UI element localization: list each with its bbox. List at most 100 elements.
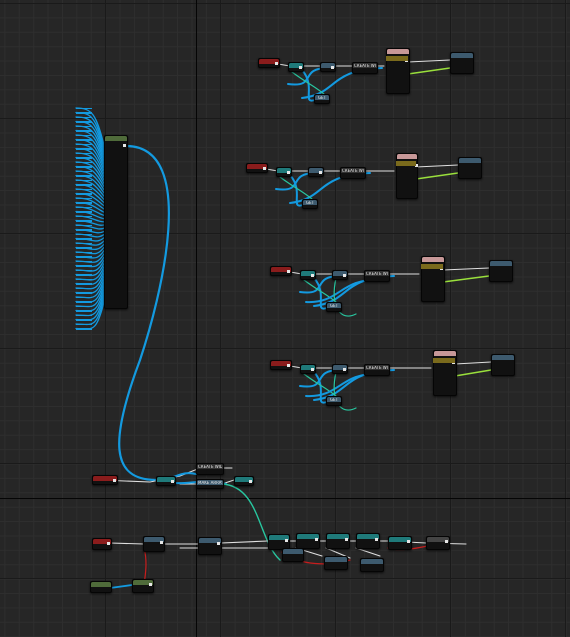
make-array-node[interactable] [104,135,128,309]
target-widget-node[interactable] [450,52,474,74]
array-element-pin[interactable] [76,211,92,213]
array-length-node[interactable]: MAKE ARRAY [196,479,224,489]
string-wire[interactable] [221,483,281,561]
call-node-3[interactable] [326,533,350,549]
concat-node[interactable]: CREATE WIDG [196,463,224,475]
event-node-2[interactable] [246,163,268,173]
call-node-1[interactable] [268,534,290,550]
get-function-node[interactable]: GET [314,94,330,104]
concat-node[interactable]: CREATE WIDG [352,62,378,74]
sequence-node[interactable] [156,476,176,486]
call-node-2[interactable] [296,533,320,549]
get-function-node[interactable]: GET [302,199,318,209]
exec-wire[interactable] [407,59,451,63]
call-node-4[interactable] [356,533,380,549]
array-element-pin[interactable] [76,121,92,123]
concat-node[interactable]: CREATE WIDG [364,270,390,282]
array-element-pin[interactable] [76,328,92,330]
exec-pin[interactable] [331,66,334,69]
array-element-pin[interactable] [76,310,92,312]
exec-pin[interactable] [311,368,314,371]
getter-node-1[interactable] [282,548,304,562]
array-element-pin[interactable] [76,166,92,168]
array-element-pin[interactable] [76,265,92,267]
get-function-node[interactable]: GET [326,302,342,312]
exec-pin[interactable] [149,583,152,586]
exec-wire[interactable] [454,361,492,365]
array-element-pin[interactable] [76,305,92,307]
array-element-pin[interactable] [76,143,92,145]
array-element-pin[interactable] [76,323,92,325]
sequence-node[interactable] [276,167,292,177]
array-element-pin[interactable] [76,116,92,118]
sequence-node[interactable] [300,364,316,374]
variable-node[interactable] [90,581,112,593]
get-node[interactable] [332,364,348,374]
array-element-pin[interactable] [76,260,92,262]
array-element-pin[interactable] [76,247,92,249]
exec-pin[interactable] [345,538,348,541]
exec-pin[interactable] [160,541,163,544]
get-node[interactable] [320,62,336,72]
array-element-pin[interactable] [76,148,92,150]
getter-node-2[interactable] [324,556,348,570]
array-element-pin[interactable] [76,251,92,253]
exec-pin[interactable] [249,480,252,483]
target-widget-node[interactable] [491,354,515,376]
exec-pin[interactable] [285,539,288,542]
array-element-pin[interactable] [76,287,92,289]
text-wire[interactable] [454,369,492,377]
set-text-node[interactable] [396,153,418,199]
exec-pin[interactable] [107,542,110,545]
array-element-pin[interactable] [76,319,92,321]
array-element-pin[interactable] [76,296,92,298]
exec-pin[interactable] [263,167,266,170]
array-element-pin[interactable] [76,139,92,141]
event-node-4[interactable] [270,360,292,370]
array-element-pin[interactable] [76,278,92,280]
array-element-pin[interactable] [76,206,92,208]
array-element-pin[interactable] [76,170,92,172]
exec-pin[interactable] [287,364,290,367]
exec-pin[interactable] [375,538,378,541]
get-node[interactable] [332,270,348,280]
exec-pin[interactable] [113,479,116,482]
exec-pin[interactable] [343,368,346,371]
array-element-pin[interactable] [76,184,92,186]
array-element-pin[interactable] [76,175,92,177]
exec-pin[interactable] [287,171,290,174]
array-element-pin[interactable] [76,256,92,258]
array-element-pin[interactable] [76,130,92,132]
exec-pin[interactable] [311,274,314,277]
exec-pin[interactable] [299,66,302,69]
array-element-pin[interactable] [76,220,92,222]
array-element-pin[interactable] [76,202,92,204]
array-element-pin[interactable] [76,157,92,159]
array-element-pin[interactable] [76,269,92,271]
getter-node-3[interactable] [360,558,384,572]
array-element-pin[interactable] [76,179,92,181]
array-element-pin[interactable] [76,229,92,231]
array-element-pin[interactable] [76,161,92,163]
set-text-node[interactable] [421,256,445,302]
array-element-pin[interactable] [76,197,92,199]
event-node-3[interactable] [270,266,292,276]
get-node[interactable] [308,167,324,177]
array-element-pin[interactable] [76,301,92,303]
array-element-pin[interactable] [76,233,92,235]
array-element-pin[interactable] [76,283,92,285]
array-output-wire[interactable] [118,144,170,482]
exec-pin[interactable] [217,542,220,545]
set-text-node[interactable] [433,350,457,396]
event-node-1[interactable] [258,58,280,68]
array-element-pin[interactable] [76,125,92,127]
array-element-pin[interactable] [76,134,92,136]
event-node-main[interactable] [92,475,118,485]
text-wire[interactable] [407,67,451,75]
array-element-pin[interactable] [76,238,92,240]
setter-node[interactable] [132,579,154,593]
exec-pin[interactable] [445,540,448,543]
exec-pin[interactable] [287,270,290,273]
exec-pin[interactable] [171,480,174,483]
for-loop-node[interactable] [143,536,165,552]
